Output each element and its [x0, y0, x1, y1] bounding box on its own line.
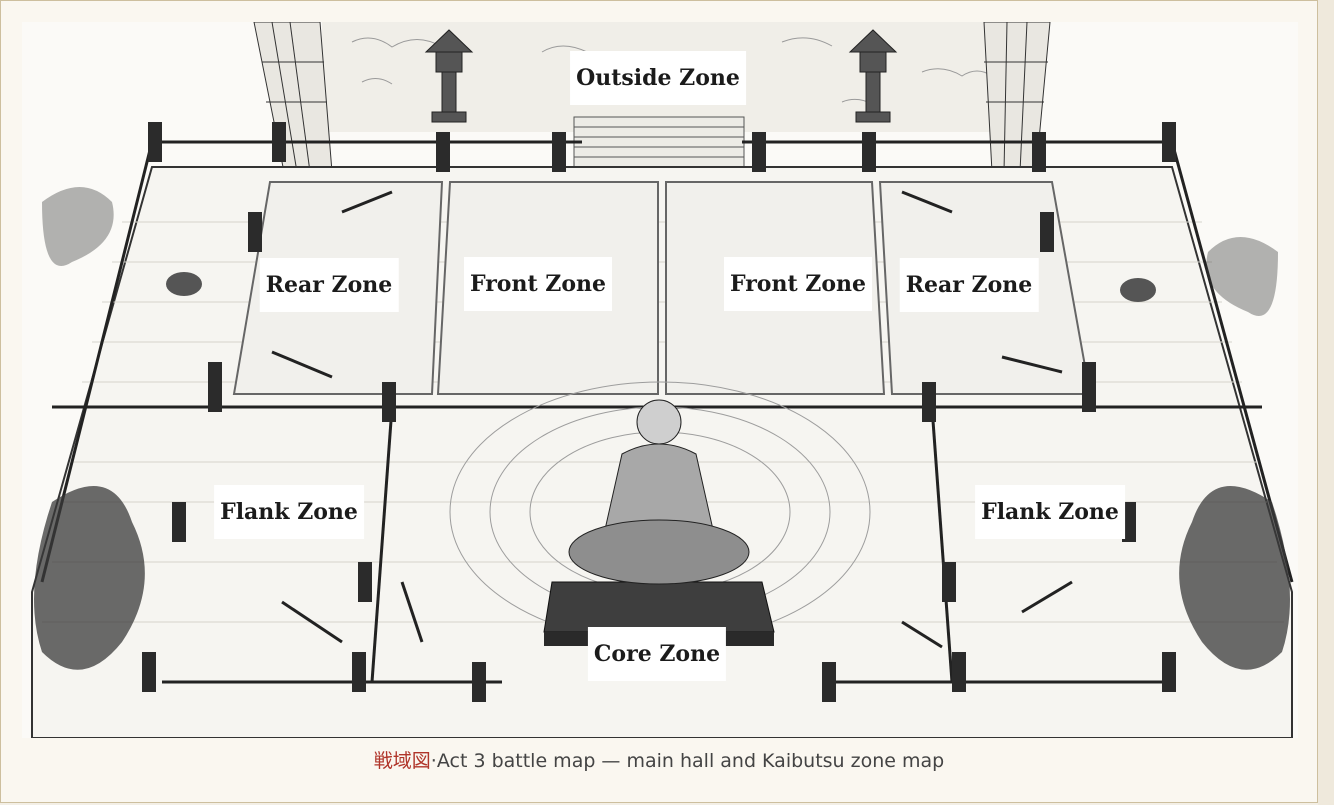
entrance-stairs	[574, 117, 744, 167]
zone-label-front-left: Front Zone	[464, 257, 612, 311]
shoji-door-left	[254, 22, 332, 172]
scroll-strip	[1318, 0, 1334, 805]
caption-kanji: 戦域図	[374, 750, 431, 772]
zone-label-flank-left: Flank Zone	[214, 485, 364, 539]
caption-text: Act 3 battle map — main hall and Kaibuts…	[437, 750, 944, 772]
zone-label-core: Core Zone	[588, 627, 726, 681]
zone-label-flank-right: Flank Zone	[975, 485, 1125, 539]
zone-label-rear-left: Rear Zone	[260, 258, 399, 312]
map-caption: 戦域図·Act 3 battle map — main hall and Kai…	[0, 746, 1318, 773]
battle-map: Outside Zone Rear Zone Front Zone Front …	[22, 22, 1298, 738]
zone-label-front-right: Front Zone	[724, 257, 872, 311]
zone-label-outside: Outside Zone	[570, 51, 746, 105]
zone-label-rear-right: Rear Zone	[900, 258, 1039, 312]
